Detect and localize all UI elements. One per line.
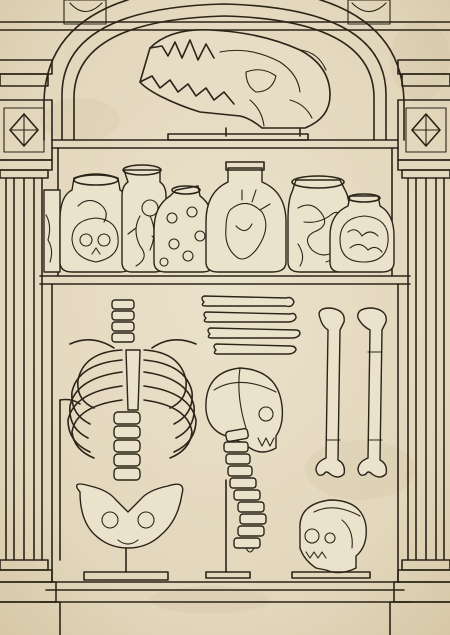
- wolf-skull-specimen: [139, 29, 331, 141]
- human-skull-specimen: [291, 499, 371, 579]
- pelvis: [76, 483, 184, 549]
- jar-small-left: [43, 189, 61, 273]
- jar-brain-specimen: [329, 193, 395, 273]
- femur-bones: [315, 307, 388, 478]
- lumbar-spine: [113, 411, 141, 481]
- spine-column: [223, 427, 267, 553]
- right-pillar: [389, 59, 450, 635]
- arm-bones-stack: [201, 295, 301, 355]
- ribs: [67, 349, 197, 459]
- jar-heart-specimen: [205, 161, 287, 273]
- corner-ornament-left: [63, 0, 107, 25]
- specimen-jars-row: [43, 161, 395, 273]
- cervical-vertebrae: [111, 299, 135, 343]
- skull-spine-specimen: [205, 367, 284, 579]
- ribcage-skeleton-specimen: [59, 299, 197, 581]
- cabinet-arch: [0, 0, 450, 141]
- corner-ornament-right: [347, 0, 391, 25]
- left-pillar: [0, 59, 61, 635]
